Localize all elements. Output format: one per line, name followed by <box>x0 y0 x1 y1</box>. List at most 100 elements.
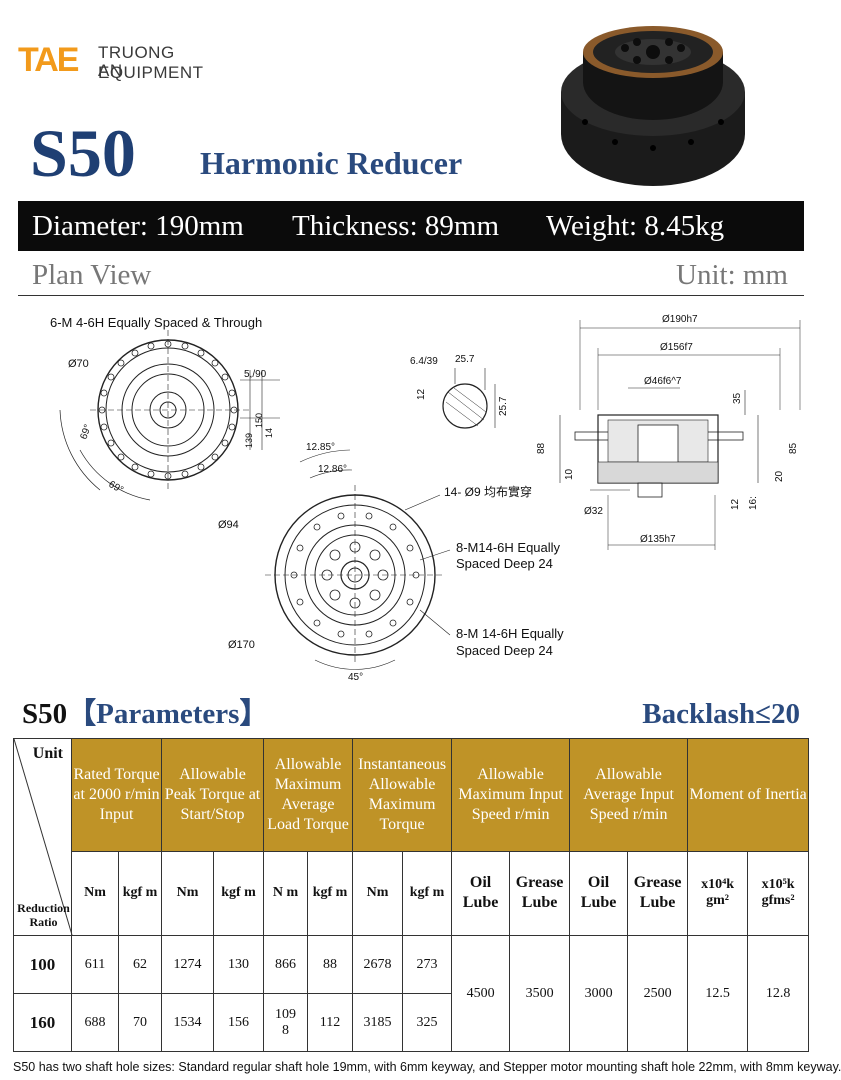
unit-kgfm: kgf m <box>117 850 163 937</box>
spec-bar: Diameter: 190mm Thickness: 89mm Weight: … <box>18 201 804 251</box>
unit-kgfm: kgf m <box>307 850 354 937</box>
back-d170: Ø170 <box>228 639 255 651</box>
sec-d46: Ø46f6^7 <box>644 376 682 387</box>
key-dim-d: 25.7 <box>498 396 509 416</box>
footnote: S50 has two shaft hole sizes: Standard r… <box>13 1060 841 1074</box>
sec-d190: Ø190h7 <box>662 314 698 325</box>
parameters-table: Unit Reduction Ratio Rated Torque at 200… <box>13 738 810 1052</box>
value-cell: 688 <box>71 993 119 1052</box>
unit-inertia-2: x10⁵k gfms² <box>747 850 810 937</box>
front-angle-1: 69° <box>78 423 94 441</box>
unit-oil-lube: Oil Lube <box>569 850 629 937</box>
unit-inertia-1: x10⁴k gm² <box>687 850 749 937</box>
header-rated-torque: Rated Torque at 2000 r/min Input <box>70 738 163 852</box>
header-average-input-speed: Allowable Average Input Speed r/min <box>569 738 689 852</box>
value-cell: 866 <box>263 935 309 994</box>
front-d70: Ø70 <box>68 358 89 370</box>
header-peak-torque: Allowable Peak Torque at Start/Stop <box>161 738 265 852</box>
section-view <box>559 320 801 550</box>
product-image <box>561 26 745 186</box>
sec-d156: Ø156f7 <box>660 342 693 353</box>
header-moment-of-inertia: Moment of Inertia <box>687 738 810 852</box>
back-note-1a: 8-M14-6H Equally <box>456 540 561 555</box>
keyway-detail <box>442 368 496 429</box>
sec-d32: Ø32 <box>584 506 603 517</box>
params-label: 【Parameters】 <box>67 698 269 730</box>
back-angle-1: 12.85° <box>306 442 335 453</box>
logo-text-line2: EQUIPMENT <box>98 63 204 82</box>
value-cell: 156 <box>213 993 265 1052</box>
logo-mark: TAE <box>18 41 80 79</box>
unit-kgfm: kgf m <box>213 850 265 937</box>
header-max-input-speed: Allowable Maximum Input Speed r/min <box>451 738 571 852</box>
merged-grease-max-speed: 3500 <box>509 935 571 1052</box>
value-cell: 273 <box>402 935 453 994</box>
header-average-load-torque: Allowable Maximum Average Load Torque <box>263 738 354 852</box>
unit-n-m: N m <box>263 850 309 937</box>
value-cell: 1274 <box>161 935 215 994</box>
value-cell: 62 <box>117 935 163 994</box>
sec-20: 20 <box>774 470 785 482</box>
unit-nm: Nm <box>71 850 119 937</box>
back-note-1b: Spaced Deep 24 <box>456 556 553 571</box>
value-cell: 611 <box>71 935 119 994</box>
merged-oil-avg-speed: 3000 <box>569 935 629 1052</box>
spec-diameter: Diameter: 190mm <box>32 210 244 242</box>
technical-drawing: 6-M 4-6H Equally Spaced & Through Ø70 5,… <box>50 314 801 683</box>
sec-88: 88 <box>536 442 547 454</box>
front-dim-3: 150 <box>254 413 264 428</box>
merged-oil-max-speed: 4500 <box>451 935 511 1052</box>
front-note: 6-M 4-6H Equally Spaced & Through <box>50 315 262 330</box>
table-row: 100 611 62 1274 130 866 88 2678 273 4500… <box>13 935 810 1052</box>
ratio-header: Reduction Ratio <box>17 901 70 929</box>
back-note-2b: Spaced Deep 24 <box>456 643 553 658</box>
spec-thickness: Thickness: 89mm <box>292 210 500 242</box>
backlash-label: Backlash≤20 <box>642 698 800 730</box>
sec-16: 16: <box>748 496 759 510</box>
value-cell: 1534 <box>161 993 215 1052</box>
front-dim-2: 139 <box>244 433 254 448</box>
product-subtitle: Harmonic Reducer <box>200 145 463 181</box>
sec-85: 85 <box>788 442 799 454</box>
key-dim-a: 6.4/39 <box>410 356 438 367</box>
value-cell: 2678 <box>352 935 404 994</box>
sec-35: 35 <box>732 392 743 404</box>
value-cell: 112 <box>307 993 354 1052</box>
unit-nm: Nm <box>352 850 404 937</box>
value-cell: 88 <box>307 935 354 994</box>
front-angle-2: 69° <box>107 479 126 496</box>
unit-kgfm: kgf m <box>402 850 453 937</box>
key-dim-b: 25.7 <box>455 354 475 365</box>
merged-grease-avg-speed: 2500 <box>627 935 689 1052</box>
divider <box>18 295 804 296</box>
front-view <box>59 330 280 501</box>
merged-inertia-1: 12.5 <box>687 935 749 1052</box>
params-title: S50【Parameters】 <box>22 697 268 731</box>
front-dim-4: 14 <box>264 428 274 438</box>
unit-grease-lube: Grease Lube <box>627 850 689 937</box>
value-cell: 130 <box>213 935 265 994</box>
merged-inertia-2: 12.8 <box>747 935 810 1052</box>
unit-nm: Nm <box>161 850 215 937</box>
logo-text-line1: TRUONG AN <box>98 43 175 80</box>
table-row: 160 688 70 1534 156 109 8 112 3185 325 <box>13 993 809 1052</box>
value-cell: 70 <box>117 993 163 1052</box>
params-model: S50 <box>22 698 68 730</box>
unit-grease-lube: Grease Lube <box>509 850 571 937</box>
ratio-cell: 100 <box>13 935 72 994</box>
front-dim-1: 5,/90 <box>244 369 267 380</box>
sec-12: 12 <box>730 498 741 510</box>
unit-oil-lube: Oil Lube <box>451 850 511 937</box>
corner-cell: Unit Reduction Ratio <box>13 738 73 936</box>
sec-d135: Ø135h7 <box>640 534 676 545</box>
unit-label: Unit: mm <box>676 259 788 291</box>
sec-10: 10 <box>564 468 575 480</box>
spec-weight: Weight: 8.45kg <box>546 210 725 242</box>
header-instantaneous-torque: Instantaneous Allowable Maximum Torque <box>352 738 453 852</box>
back-note-2a: 8-M 14-6H Equally <box>456 626 564 641</box>
value-cell: 3185 <box>352 993 404 1052</box>
back-angle-2: 12.86° <box>318 464 347 475</box>
key-dim-c: 12 <box>416 388 427 400</box>
back-holes-note: 14- Ø9 均布實穿 <box>444 484 532 499</box>
plan-view-label: Plan View <box>32 259 152 291</box>
